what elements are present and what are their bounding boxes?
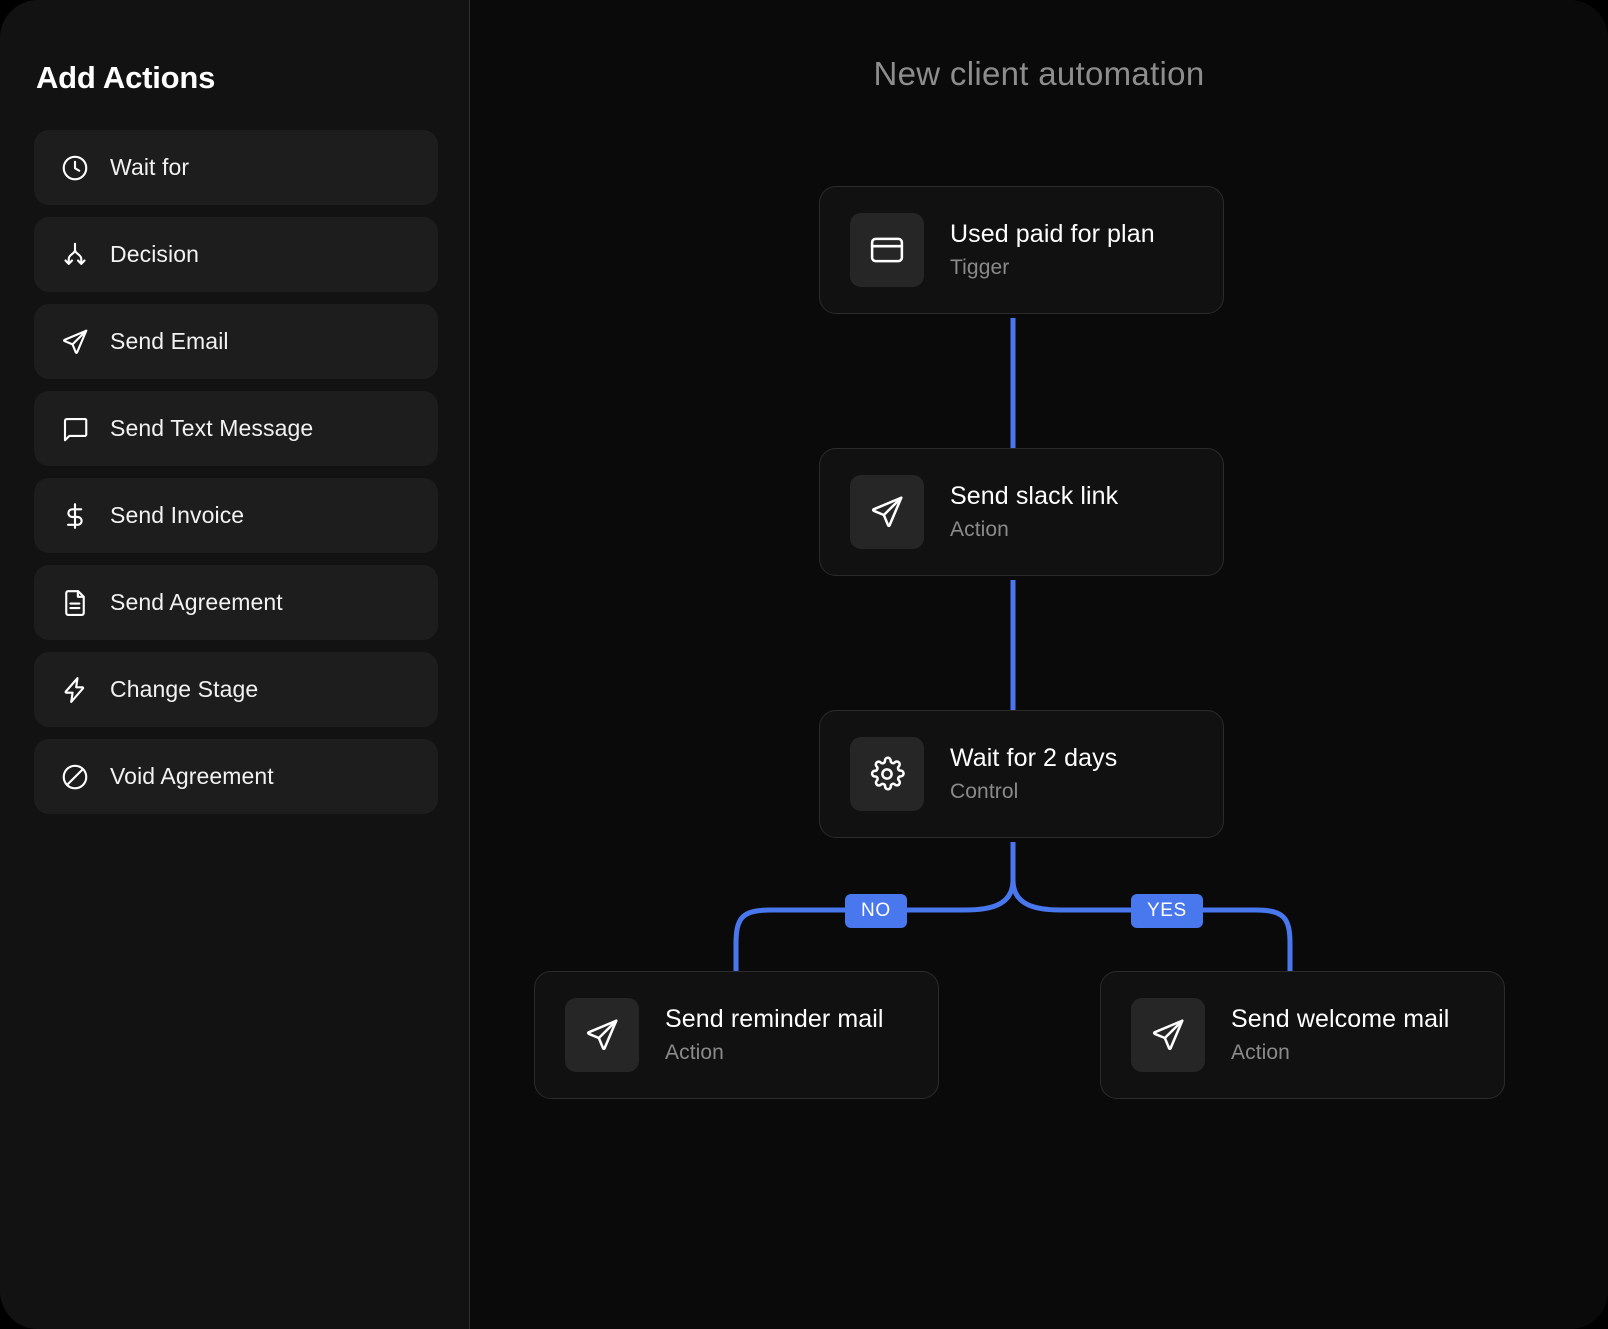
sidebar-item-label: Void Agreement (110, 763, 274, 789)
node-subtitle: Action (950, 518, 1009, 541)
paper-plane-icon (850, 475, 924, 549)
node-title: Send reminder mail (665, 1005, 884, 1033)
paper-plane-icon (1131, 998, 1205, 1072)
sidebar-item-label: Wait for (110, 154, 190, 180)
flow-node-send-welcome-mail[interactable]: Send welcome mail Action (1100, 971, 1505, 1099)
sidebar-item-send-email[interactable]: Send Email (34, 304, 438, 379)
sidebar-item-send-invoice[interactable]: Send Invoice (34, 478, 438, 553)
node-subtitle: Action (665, 1041, 724, 1064)
node-text: Used paid for plan Tigger (950, 220, 1155, 280)
page-title: New client automation (873, 55, 1205, 92)
sidebar-item-wait-for[interactable]: Wait for (34, 130, 438, 205)
sidebar-item-send-agreement[interactable]: Send Agreement (34, 565, 438, 640)
lightning-bolt-icon (60, 675, 90, 705)
sidebar-item-decision[interactable]: Decision (34, 217, 438, 292)
sidebar-item-void-agreement[interactable]: Void Agreement (34, 739, 438, 814)
node-title: Used paid for plan (950, 220, 1155, 248)
sidebar-item-label: Send Email (110, 328, 229, 354)
clock-icon (60, 153, 90, 183)
flow-node-send-reminder-mail[interactable]: Send reminder mail Action (534, 971, 939, 1099)
node-subtitle: Tigger (950, 256, 1010, 279)
node-subtitle: Control (950, 780, 1019, 803)
decision-fork-icon (60, 240, 90, 270)
sidebar-item-label: Send Agreement (110, 589, 283, 615)
sidebar-item-label: Decision (110, 241, 200, 267)
credit-card-icon (850, 213, 924, 287)
node-title: Send slack link (950, 482, 1119, 510)
sidebar-item-send-text-message[interactable]: Send Text Message (34, 391, 438, 466)
branch-label-no[interactable]: NO (845, 894, 907, 928)
node-text: Wait for 2 days Control (950, 744, 1117, 804)
node-title: Send welcome mail (1231, 1005, 1450, 1033)
sidebar-item-label: Send Invoice (110, 502, 245, 528)
node-subtitle: Action (1231, 1041, 1290, 1064)
gear-icon (850, 737, 924, 811)
sidebar-item-label: Send Text Message (110, 415, 314, 441)
dollar-sign-icon (60, 501, 90, 531)
paper-plane-icon (60, 327, 90, 357)
add-actions-sidebar: Add Actions Wait for (0, 0, 470, 1329)
branch-label-yes[interactable]: YES (1131, 894, 1203, 928)
node-text: Send welcome mail Action (1231, 1005, 1449, 1065)
node-text: Send reminder mail Action (665, 1005, 884, 1065)
sidebar-item-change-stage[interactable]: Change Stage (34, 652, 438, 727)
sidebar-item-label: Change Stage (110, 676, 259, 702)
node-text: Send slack link Action (950, 482, 1118, 542)
document-icon (60, 588, 90, 618)
action-list: Wait for Decision (34, 130, 438, 814)
prohibited-icon (60, 762, 90, 792)
flow-node-send-slack-link[interactable]: Send slack link Action (819, 448, 1224, 576)
chat-bubble-icon (60, 414, 90, 444)
flow-node-trigger[interactable]: Used paid for plan Tigger (819, 186, 1224, 314)
flow-canvas[interactable]: New client automation (470, 0, 1608, 1329)
node-title: Wait for 2 days (950, 744, 1118, 772)
paper-plane-icon (565, 998, 639, 1072)
sidebar-title: Add Actions (36, 60, 216, 95)
flow-node-wait-for-2-days[interactable]: Wait for 2 days Control (819, 710, 1224, 838)
